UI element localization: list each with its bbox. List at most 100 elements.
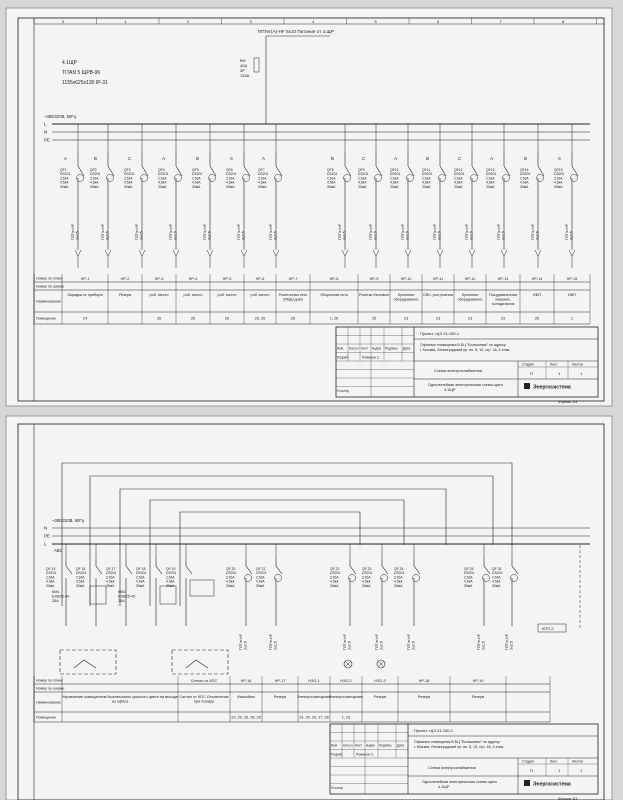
load-name: Резерв	[374, 695, 386, 699]
group-id: НР-4	[189, 277, 198, 281]
group-id: НР-11	[433, 277, 443, 281]
staff-head: Изм.	[337, 347, 344, 351]
room-number: 23	[468, 317, 472, 321]
column-ruler: 0123456789	[33, 18, 597, 24]
room-number: 25, 26	[255, 317, 266, 321]
group-id: НР-16	[241, 679, 252, 683]
staff-head: Лист	[361, 347, 368, 351]
breaker-symbol	[439, 152, 447, 250]
room-number: 1, 26	[330, 317, 338, 321]
cable-label: ППГнг-HF3х2,5	[369, 223, 377, 240]
row-label: Наименование	[36, 300, 61, 304]
breaker-symbol	[381, 558, 389, 626]
group-id: НР-17	[275, 679, 286, 683]
room-number: 1	[571, 317, 573, 321]
stage-value: 1	[558, 371, 561, 376]
rcd-symbol	[380, 574, 388, 582]
breaker-symbol	[511, 558, 519, 626]
rcd-symbol	[208, 174, 216, 182]
rcd-symbol	[274, 574, 282, 582]
load-name: Розетки бытовые	[359, 293, 389, 297]
load-name: ИБП	[533, 293, 541, 297]
room-number: 24, 25, 26, 27, 28	[299, 716, 329, 720]
avr-label: АВС	[54, 548, 62, 553]
rcd-symbol	[374, 174, 382, 182]
group-id: НР-19	[473, 679, 484, 683]
bus-label-L: L	[44, 542, 47, 547]
row-label: Номер по плану	[36, 277, 63, 281]
row-label: Наименование	[36, 701, 61, 705]
group-id: НР-14	[532, 277, 543, 281]
phase-label: В	[426, 156, 429, 161]
breaker-symbol	[155, 558, 163, 626]
bus-label-PE: PE	[44, 138, 50, 143]
breaker-symbol	[107, 152, 115, 250]
breaker-symbol	[413, 558, 421, 626]
group-id: НР-10	[401, 277, 412, 281]
room-number: 26	[157, 317, 161, 321]
staff-head: Подпись	[385, 347, 398, 351]
phase-label: А	[64, 156, 67, 161]
rcd-symbol	[343, 174, 351, 182]
title-frame	[335, 326, 599, 398]
load-name: Зарядка от прибора	[67, 293, 103, 297]
rcd-symbol	[244, 574, 252, 582]
panel-name: 4.1ЩР	[62, 60, 78, 66]
breaker-symbol	[125, 558, 133, 626]
header-cable-label: ППГнг(А)-HF 5х10 Питание от 4.ЩР	[258, 29, 334, 34]
developer-role: Разраб.	[337, 356, 349, 360]
room-number: 23	[436, 317, 440, 321]
developer-role: Разраб.	[331, 753, 343, 757]
breaker-symbol	[175, 152, 183, 250]
rcd-symbol	[174, 174, 182, 182]
breaker-symbol	[141, 152, 149, 250]
rcd-symbol	[412, 574, 420, 582]
group-id: Сигнал от АПС	[191, 679, 218, 683]
row-label: Помещение	[36, 716, 56, 720]
rcd-symbol	[76, 174, 84, 182]
row-label: Номер по плану	[36, 679, 63, 683]
load-name: Резерв	[418, 695, 430, 699]
load-name: Фанкойлы	[237, 695, 255, 699]
stage-head: Листов	[572, 760, 583, 764]
column-number: 2	[187, 19, 190, 24]
cable-label: ППГнг-HF3х2,5	[203, 223, 211, 240]
group-id: НР-6	[256, 277, 265, 281]
phase-label: С	[458, 156, 461, 161]
breaker-symbol	[209, 152, 217, 250]
project-code: Проект: ЩЭ 24-150-1	[414, 728, 454, 733]
row-label: Номер по ширме	[36, 687, 64, 691]
cable-label: ППГнг-HF3х2,5	[565, 223, 573, 240]
phase-label: А	[262, 156, 265, 161]
staff-head: Кол.уч	[349, 347, 359, 351]
developer-name: Романов С.	[356, 753, 374, 757]
